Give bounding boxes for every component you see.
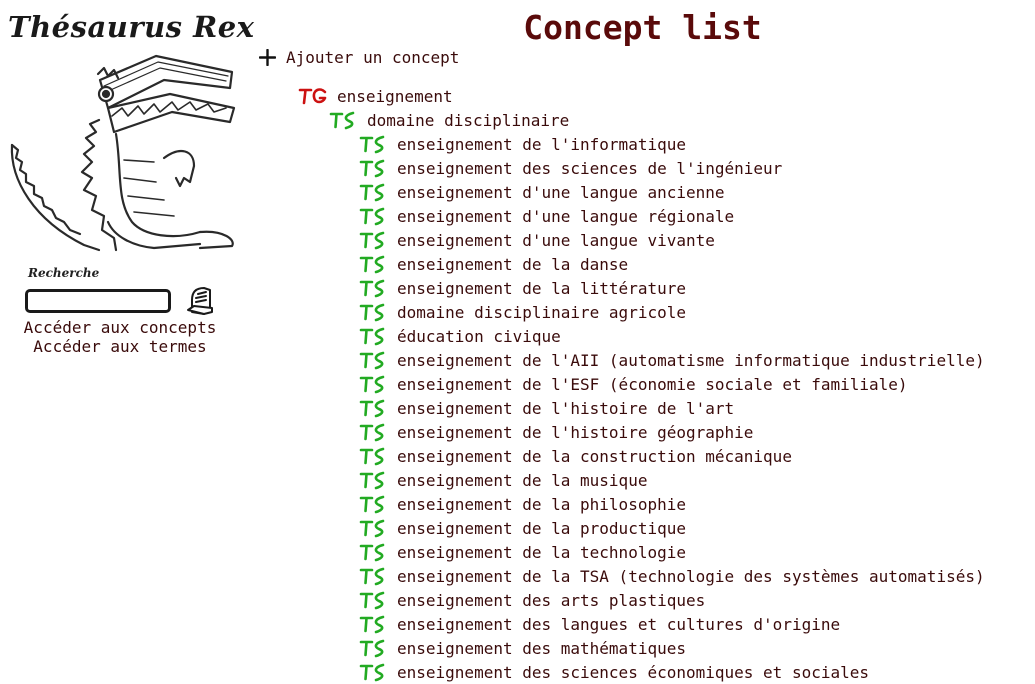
narrower-term-badge-icon (359, 326, 389, 346)
narrower-term-badge-icon (359, 278, 389, 298)
sub-concept-label: enseignement des langues et cultures d'o… (397, 614, 841, 634)
narrower-term-badge-icon (359, 542, 389, 562)
search-glyph-icon (187, 287, 213, 315)
sub-concept-row[interactable]: enseignement de la danse (359, 252, 628, 276)
narrower-term-badge-icon (359, 158, 389, 178)
narrower-term-badge-icon (359, 254, 389, 274)
sub-concept-row[interactable]: enseignement de l'histoire géographie (359, 420, 753, 444)
narrower-term-badge-icon (359, 206, 389, 226)
sidebar: Thésaurus Rex Recherche Accéder (0, 0, 254, 672)
sub-concept-label: enseignement d'une langue vivante (397, 230, 715, 250)
broader-concept-label: enseignement (337, 86, 453, 106)
sub-concept-label: enseignement de l'AII (automatisme infor… (397, 350, 985, 370)
sub-concept-row[interactable]: domaine disciplinaire agricole (359, 300, 686, 324)
plus-icon (259, 49, 276, 66)
sub-concept-label: enseignement de la TSA (technologie des … (397, 566, 985, 586)
sub-concept-label: enseignement de la technologie (397, 542, 686, 562)
sidebar-link-concepts[interactable]: Accéder aux concepts (23, 318, 217, 337)
narrower-term-badge-icon (359, 518, 389, 538)
add-concept-label: Ajouter un concept (286, 48, 460, 67)
sub-concept-row[interactable]: enseignement de la productique (359, 516, 686, 540)
narrower-term-badge-icon (359, 350, 389, 370)
app-logo-title: Thésaurus Rex (8, 10, 255, 44)
sub-concept-row[interactable]: enseignement de la musique (359, 468, 647, 492)
sub-concept-row[interactable]: enseignement de la littérature (359, 276, 686, 300)
sub-concept-label: enseignement de la construction mécaniqu… (397, 446, 792, 466)
narrower-term-badge-icon (359, 230, 389, 250)
narrower-term-badge-icon (359, 614, 389, 634)
narrower-term-badge-icon (359, 638, 389, 658)
sub-concept-label: domaine disciplinaire agricole (397, 302, 686, 322)
sub-concept-label: enseignement de l'histoire de l'art (397, 398, 735, 418)
sub-concept-row[interactable]: enseignement des sciences de l'ingénieur (359, 156, 782, 180)
dinosaur-mascot-logo (10, 54, 236, 252)
search-button[interactable] (184, 284, 216, 318)
sub-concept-label: enseignement des sciences économiques et… (397, 662, 870, 682)
narrower-term-badge-icon (359, 302, 389, 322)
sub-concept-row[interactable]: enseignement de la construction mécaniqu… (359, 444, 792, 468)
sub-concept-label: enseignement de l'informatique (397, 134, 686, 154)
sub-concept-row[interactable]: enseignement de la philosophie (359, 492, 686, 516)
broader-concept-row[interactable]: enseignement (298, 84, 453, 108)
narrower-term-badge-icon (359, 494, 389, 514)
sub-concept-row[interactable]: enseignement d'une langue ancienne (359, 180, 725, 204)
sub-concept-row[interactable]: enseignement de l'ESF (économie sociale … (359, 372, 908, 396)
sub-concept-label: enseignement des sciences de l'ingénieur (397, 158, 783, 178)
add-concept-link[interactable]: Ajouter un concept (259, 48, 459, 67)
sub-concept-label: enseignement d'une langue régionale (397, 206, 735, 226)
sub-concept-label: enseignement de la philosophie (397, 494, 686, 514)
narrower-term-badge-icon (359, 662, 389, 682)
page-title: Concept list (523, 8, 762, 47)
narrower-concept-label: domaine disciplinaire (367, 110, 570, 130)
sub-concept-row[interactable]: enseignement d'une langue vivante (359, 228, 715, 252)
narrower-term-badge-icon (359, 446, 389, 466)
narrower-concept-row[interactable]: domaine disciplinaire (329, 108, 569, 132)
sub-concept-row[interactable]: enseignement des mathématiques (359, 636, 686, 660)
sub-concept-label: enseignement des mathématiques (397, 638, 686, 658)
sub-concept-row[interactable]: enseignement des arts plastiques (359, 588, 705, 612)
sub-concept-label: enseignement de la littérature (397, 278, 686, 298)
sub-concept-row[interactable]: enseignement de l'AII (automatisme infor… (359, 348, 985, 372)
sidebar-link-terms[interactable]: Accéder aux termes (33, 337, 207, 356)
narrower-term-badge-icon (359, 590, 389, 610)
sub-concept-row[interactable]: enseignement de l'informatique (359, 132, 686, 156)
narrower-term-badge-icon (359, 566, 389, 586)
sub-concept-label: enseignement de l'histoire géographie (397, 422, 754, 442)
sub-concept-label: éducation civique (397, 326, 561, 346)
sub-concept-row[interactable]: enseignement de l'histoire de l'art (359, 396, 734, 420)
sub-concept-row[interactable]: enseignement d'une langue régionale (359, 204, 734, 228)
sub-concept-row[interactable]: enseignement des sciences économiques et… (359, 660, 869, 684)
sub-concept-label: enseignement de la productique (397, 518, 686, 538)
narrower-term-badge-icon (359, 422, 389, 442)
broader-term-badge-icon (298, 86, 328, 106)
narrower-term-badge-icon (359, 182, 389, 202)
sub-concept-label: enseignement de la musique (397, 470, 648, 490)
search-input[interactable] (25, 289, 171, 313)
sub-concept-label: enseignement des arts plastiques (397, 590, 706, 610)
sub-concept-label: enseignement d'une langue ancienne (397, 182, 725, 202)
sub-concept-row[interactable]: enseignement des langues et cultures d'o… (359, 612, 840, 636)
narrower-term-badge-icon (359, 134, 389, 154)
sub-concept-label: enseignement de la danse (397, 254, 629, 274)
narrower-term-badge-icon (329, 110, 359, 130)
search-label: Recherche (28, 266, 100, 280)
narrower-term-badge-icon (359, 398, 389, 418)
sub-concept-row[interactable]: enseignement de la TSA (technologie des … (359, 564, 985, 588)
narrower-term-badge-icon (359, 374, 389, 394)
sub-concept-label: enseignement de l'ESF (économie sociale … (397, 374, 908, 394)
narrower-term-badge-icon (359, 470, 389, 490)
sub-concept-row[interactable]: enseignement de la technologie (359, 540, 686, 564)
sub-concept-row[interactable]: éducation civique (359, 324, 561, 348)
